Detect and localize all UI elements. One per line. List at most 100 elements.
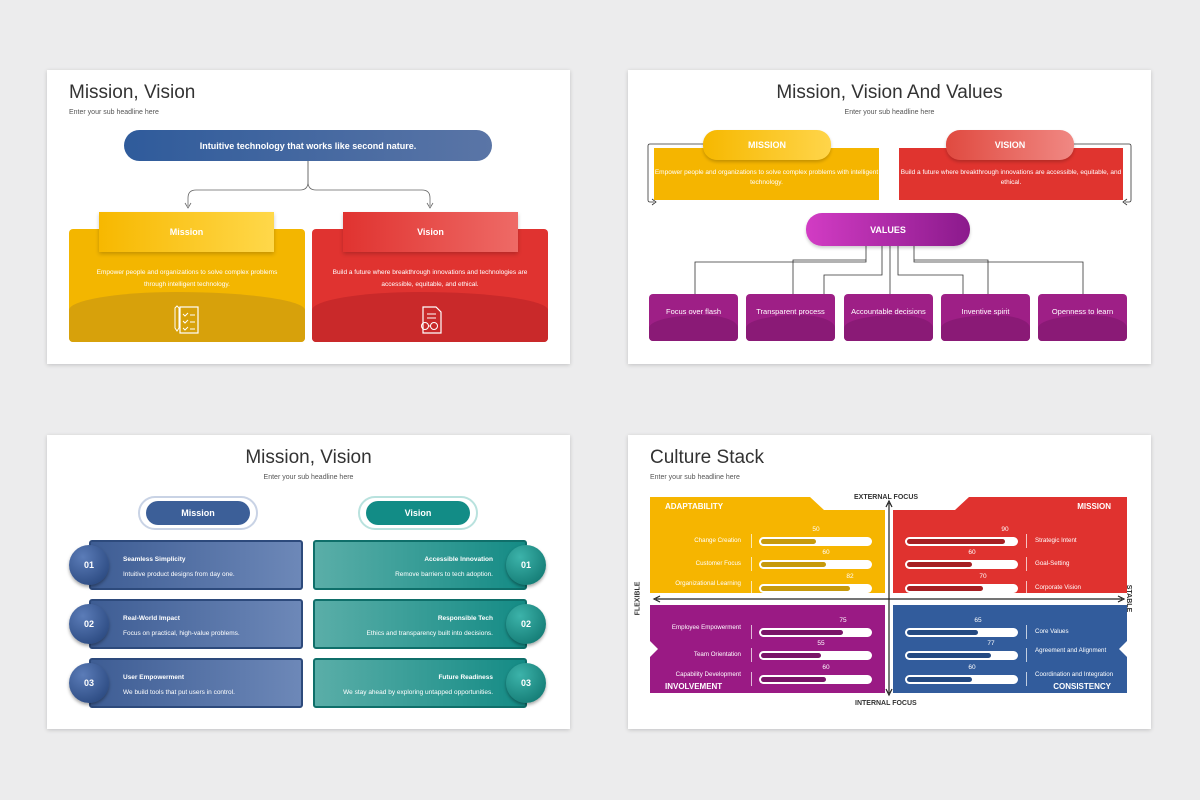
vision-label: Vision <box>366 501 470 525</box>
bar-track <box>759 628 872 637</box>
bar-value: 82 <box>846 573 854 580</box>
bar-label: Team Orientation <box>693 651 741 658</box>
row-title: Future Readiness <box>438 674 493 681</box>
slide-mission-vision-2[interactable]: Mission, Vision Enter your sub headline … <box>47 435 570 729</box>
mission-label: MISSION <box>747 140 786 150</box>
mission-label: Mission <box>169 227 204 237</box>
bar-separator <box>1026 534 1027 548</box>
row-text: We build tools that put users in control… <box>123 689 235 696</box>
bar-track <box>759 584 872 593</box>
bar-separator <box>751 534 752 548</box>
row-text: Focus on practical, high-value problems. <box>123 630 240 637</box>
culture-bar-row: Change Creation 50 <box>628 526 1151 548</box>
vision-text: Build a future where breakthrough innova… <box>332 269 528 289</box>
slide-mission-vision-values[interactable]: Mission, Vision And Values Enter your su… <box>628 70 1151 364</box>
value-card: Focus over flash <box>649 294 738 341</box>
slide-subtitle: Enter your sub headline here <box>844 109 935 116</box>
connector-lines <box>184 161 434 209</box>
row-text: We stay ahead by exploring untapped oppo… <box>343 689 493 696</box>
slide-title: Culture Stack <box>650 447 765 468</box>
bar-track <box>905 537 1018 546</box>
slide-mission-vision-1[interactable]: Mission, Vision Enter your sub headline … <box>47 70 570 364</box>
glasses-document-icon <box>421 306 442 334</box>
mission-pill: MISSION <box>703 130 831 160</box>
bar-fill <box>907 630 978 635</box>
number-badge: 02 <box>506 604 546 644</box>
bar-track <box>905 584 1018 593</box>
culture-bar-row: Agreement and Alignment 77 <box>628 640 1151 662</box>
checklist-icon <box>174 305 199 334</box>
bar-track <box>759 675 872 684</box>
mission-label: Mission <box>146 501 250 525</box>
value-text: Transparent process <box>756 307 825 316</box>
connector-lines <box>647 143 1132 294</box>
bar-fill <box>907 653 991 658</box>
bar-label: Strategic Intent <box>1035 537 1077 544</box>
vision-pill: Vision <box>358 496 478 530</box>
bar-separator <box>751 625 752 639</box>
bar-track <box>905 560 1018 569</box>
mission-pill: Mission <box>138 496 258 530</box>
bar-fill <box>907 562 972 567</box>
bar-value: 90 <box>1001 526 1009 533</box>
mission-row: Seamless Simplicity Intuitive product de… <box>89 540 303 590</box>
wave-decoration <box>69 292 305 342</box>
bar-value: 77 <box>987 640 995 647</box>
row-text: Remove barriers to tech adoption. <box>395 571 493 578</box>
bar-label: Change Creation <box>694 537 741 544</box>
slide-subtitle: Enter your sub headline here <box>69 109 159 116</box>
bar-label: Employee Empowerment <box>671 624 741 631</box>
vision-pill: VISION <box>946 130 1074 160</box>
value-card: Transparent process <box>746 294 835 341</box>
value-text: Focus over flash <box>665 307 722 316</box>
vision-label: VISION <box>994 140 1026 150</box>
axis-label-bottom: INTERNAL FOCUS <box>855 700 917 707</box>
value-card: Accountable decisions <box>844 294 933 341</box>
quadrant-shapes <box>650 497 1127 697</box>
bar-track <box>759 651 872 660</box>
bar-value: 50 <box>812 526 820 533</box>
bar-fill <box>761 586 850 591</box>
values-label: VALUES <box>870 224 906 235</box>
value-text: Accountable decisions <box>851 307 926 316</box>
bar-fill <box>907 586 983 591</box>
bar-track <box>905 675 1018 684</box>
quadrant-label-consistency: CONSISTENCY <box>1053 682 1111 691</box>
number-badge: 01 <box>506 545 546 585</box>
mission-row: Real-World Impact Focus on practical, hi… <box>89 599 303 649</box>
bar-value: 60 <box>968 549 976 556</box>
bar-fill <box>907 677 972 682</box>
row-title: Seamless Simplicity <box>123 556 186 563</box>
number-badge: 03 <box>506 663 546 703</box>
bar-fill <box>761 630 843 635</box>
slide-title: Mission, Vision <box>245 447 372 468</box>
bar-separator <box>751 648 752 662</box>
value-card: Openness to learn <box>1038 294 1127 341</box>
culture-bar-row: Strategic Intent 90 <box>628 526 1151 548</box>
statement-text: Intuitive technology that works like sec… <box>199 140 417 151</box>
slide-title: Mission, Vision <box>69 82 196 103</box>
bar-label: Agreement and Alignment <box>1035 647 1107 654</box>
number-badge: 02 <box>69 604 109 644</box>
bar-fill <box>761 653 821 658</box>
axis-label-top: EXTERNAL FOCUS <box>854 494 919 501</box>
bar-separator <box>751 581 752 595</box>
bar-value: 75 <box>839 617 847 624</box>
bar-fill <box>761 677 826 682</box>
quadrant-label-mission: MISSION <box>1077 502 1111 511</box>
slide-culture-stack[interactable]: Culture Stack Enter your sub headline he… <box>628 435 1151 729</box>
bar-separator <box>1026 581 1027 595</box>
mission-text: Empower people and organizations to solv… <box>96 269 278 289</box>
bar-label: Corporate Vision <box>1035 584 1081 591</box>
bar-value: 55 <box>817 640 825 647</box>
bar-value: 60 <box>822 549 830 556</box>
bar-track <box>759 537 872 546</box>
bar-separator <box>1026 672 1027 686</box>
bar-separator <box>1026 557 1027 571</box>
bar-label: Customer Focus <box>695 560 741 567</box>
slide-subtitle: Enter your sub headline here <box>263 474 354 481</box>
